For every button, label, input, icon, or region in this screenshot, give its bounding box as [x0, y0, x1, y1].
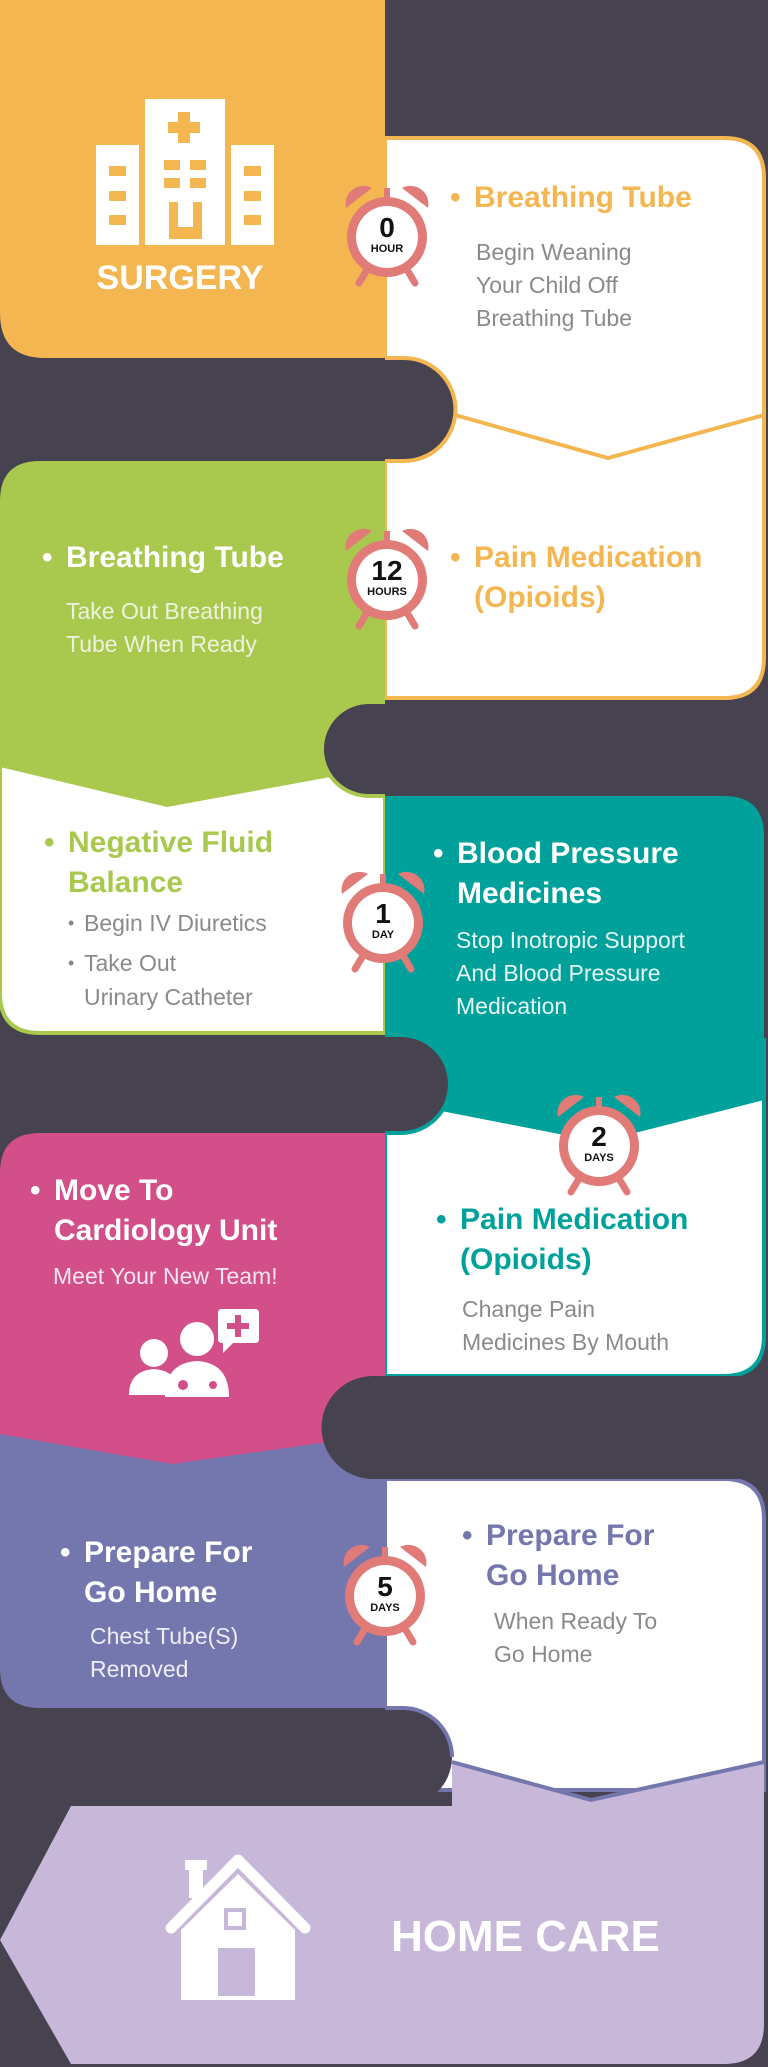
clock-2-days: 2 DAYS: [554, 1091, 644, 1196]
bullet: •: [42, 541, 53, 574]
connector-bump: [0, 358, 456, 461]
item-text: Begin IV Diuretics: [84, 910, 267, 936]
title-text: Breathing Tube: [474, 181, 692, 214]
title-text: Pain Medication (Opioids): [474, 541, 703, 614]
bullet: •: [433, 837, 444, 870]
connector-bump: [322, 702, 768, 796]
chevron-divider-slate: [451, 1760, 765, 1803]
day5-right-desc: When Ready To Go Home: [494, 1608, 658, 1667]
clock-5-days: 5 DAYS: [340, 1541, 430, 1646]
clock-unit: DAYS: [584, 1152, 614, 1164]
day1-teal-block: [385, 796, 764, 1142]
alarm-clock-icon: [341, 871, 425, 973]
surgery-label: SURGERY: [96, 259, 264, 297]
day2-move-title: • Move To Cardiology Unit: [30, 1171, 278, 1251]
bullet: •: [60, 1536, 71, 1569]
alarm-clock-icon: [345, 185, 429, 287]
bullet: •: [450, 541, 461, 574]
connector-border: [385, 356, 458, 463]
clock-unit: HOURS: [367, 586, 407, 598]
title-text: Prepare For Go Home: [84, 1536, 253, 1609]
title-text: Move To Cardiology Unit: [54, 1174, 278, 1247]
card-hour0-right: [383, 136, 766, 700]
care-team-icon: [129, 1309, 259, 1397]
connector-border: [385, 1706, 454, 1758]
day2-pink-block: [0, 1133, 385, 1464]
day5-slate-block: [0, 1420, 385, 1708]
alarm-clock-icon: [345, 528, 429, 630]
day5-right-title: • Prepare For Go Home: [462, 1516, 655, 1596]
house-icon: [165, 1854, 311, 2000]
title-text: Breathing Tube: [66, 541, 284, 574]
day2-pain-title: • Pain Medication (Opioids): [436, 1200, 689, 1280]
clock-number: 5: [377, 1571, 393, 1602]
bullet: •: [30, 1174, 41, 1207]
hour12-green-block: [0, 461, 385, 807]
connector-bump: [321, 1376, 768, 1479]
clock-number: 12: [371, 555, 403, 586]
title-text: Blood Pressure Medicines: [457, 837, 679, 910]
hospital-icon: [96, 99, 274, 245]
clock-0-hour: 0 HOUR: [342, 182, 432, 287]
title-text: Prepare For Go Home: [486, 1519, 655, 1592]
alarm-clock-icon: [557, 1094, 641, 1196]
home-care-label: HOME CARE: [391, 1912, 660, 1961]
day2-move-desc: Meet Your New Team!: [53, 1263, 278, 1289]
connector-bump: [0, 1708, 452, 1806]
hour12-breathing-title: • Breathing Tube: [42, 538, 284, 578]
bullet: •: [44, 826, 55, 859]
clock-number: 2: [591, 1121, 607, 1152]
clock-1-day: 1 DAY: [338, 868, 428, 973]
hour12-pain-title: • Pain Medication (Opioids): [450, 538, 703, 618]
day5-left-title: • Prepare For Go Home: [60, 1533, 253, 1613]
day1-fluid-title: • Negative Fluid Balance: [44, 823, 274, 903]
clock-unit: DAYS: [370, 1602, 400, 1614]
bullet: •: [68, 953, 75, 973]
clock-unit: HOUR: [370, 243, 404, 255]
day5-left-desc: Chest Tube(S) Removed: [90, 1623, 239, 1682]
hour12-breathing-desc: Take Out Breathing Tube When Ready: [66, 598, 263, 657]
bullet: •: [450, 181, 461, 214]
bullet: •: [462, 1519, 473, 1552]
item-text: Take Out Urinary Catheter: [84, 950, 253, 1010]
day1-bp-desc: Stop Inotropic Support And Blood Pressur…: [456, 927, 685, 1019]
card-day5-right: [383, 1477, 766, 1792]
chevron-divider-orange: [454, 413, 765, 461]
title-text: Negative Fluid Balance: [68, 826, 274, 899]
clock-12-hours: 12 HOURS: [342, 525, 432, 630]
clock-unit: DAY: [371, 929, 395, 941]
hour0-breathing-desc: Begin Weaning Your Child Off Breathing T…: [476, 239, 633, 331]
clock-number: 1: [375, 898, 391, 929]
connector-bump: [0, 1035, 450, 1133]
day1-fluid-item: • Take Out Urinary Catheter: [68, 946, 253, 1014]
alarm-clock-icon: [343, 1544, 427, 1646]
hour0-breathing-title: • Breathing Tube: [450, 178, 692, 218]
day2-pain-desc: Change Pain Medicines By Mouth: [462, 1296, 670, 1355]
card-day1-left: [0, 738, 387, 1035]
bullet: •: [436, 1203, 447, 1236]
connector-border: [320, 700, 385, 798]
title-text: Pain Medication (Opioids): [460, 1203, 689, 1276]
day1-bp-title: • Blood Pressure Medicines: [433, 834, 679, 914]
connector-border: [385, 1033, 452, 1135]
clock-number: 0: [379, 212, 395, 243]
day1-fluid-item: • Begin IV Diuretics: [68, 906, 267, 940]
bullet: •: [68, 913, 75, 933]
